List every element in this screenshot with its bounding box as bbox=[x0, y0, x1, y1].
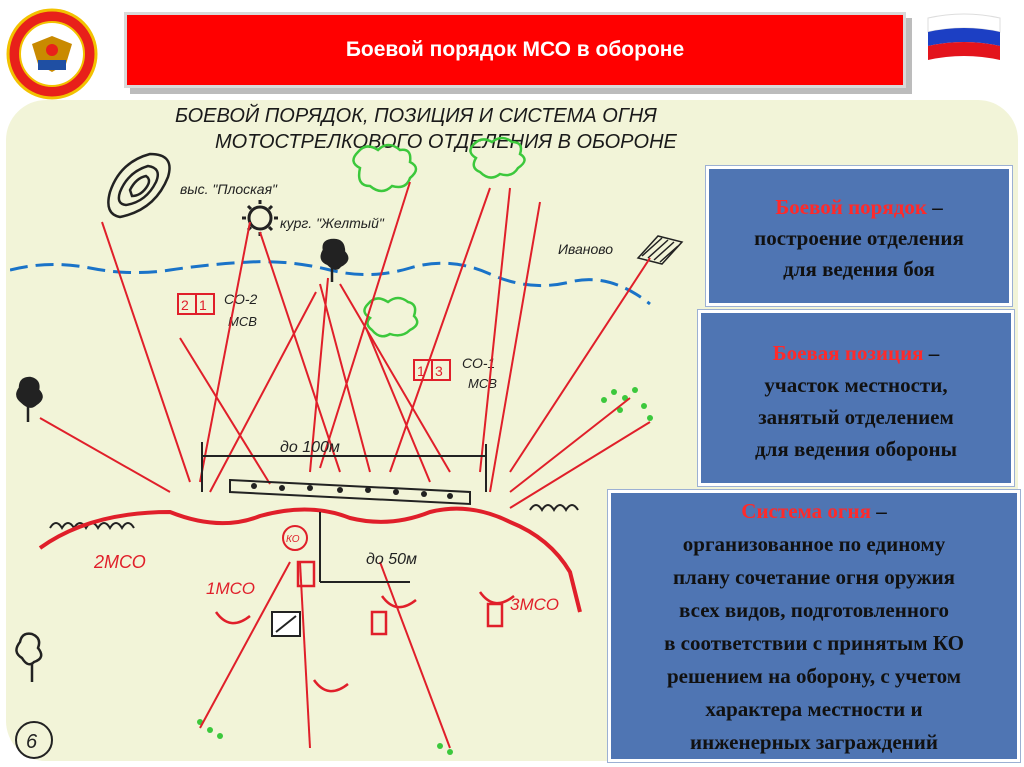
defense-scheme: БОЕВОЙ ПОРЯДОК, ПОЗИЦИЯ И СИСТЕМА ОГНЯ М… bbox=[10, 104, 684, 759]
ko-marker bbox=[282, 525, 308, 551]
command-post-flag bbox=[275, 615, 297, 633]
definition-fire-system: Система огня – организованное по единому… bbox=[608, 490, 1020, 762]
fire-system-line-4: в соответствии с принятым КО bbox=[664, 631, 964, 655]
russian-flag-icon bbox=[927, 13, 1001, 60]
kurgan-label: кург. "Желтый" bbox=[280, 215, 385, 231]
co2-label: СО-2 bbox=[224, 291, 258, 307]
fire-system-line-6: характера местности и bbox=[705, 697, 923, 721]
fire-system-line-7: инженерных заграждений bbox=[690, 730, 938, 754]
distance-100-marker bbox=[201, 442, 487, 492]
page-title: Боевой порядок МСО в обороне bbox=[345, 38, 685, 61]
distance-50-label: до 50м bbox=[366, 551, 417, 568]
label-2mso: 2МСО bbox=[93, 552, 146, 572]
shrub-dots bbox=[197, 387, 653, 755]
title-bar: Боевой порядок МСО в обороне bbox=[124, 12, 906, 88]
height-contour-icon bbox=[107, 152, 171, 219]
scheme-heading-line1: БОЕВОЙ ПОРЯДОК, ПОЗИЦИЯ И СИСТЕМА ОГНЯ bbox=[175, 104, 657, 127]
label-1mso: 1МСО bbox=[206, 579, 255, 598]
battle-order-line-1: построение отделения bbox=[754, 226, 964, 250]
squad-2-tag bbox=[177, 293, 215, 315]
front-line bbox=[38, 506, 582, 613]
fighting-positions bbox=[214, 560, 515, 693]
page-number: 6 bbox=[26, 731, 38, 753]
label-3mso: 3МСО bbox=[510, 595, 559, 614]
battle-position-line-3: для ведения обороны bbox=[754, 437, 958, 461]
co1-label: СО-1 bbox=[462, 355, 495, 371]
co1-num-b: 3 bbox=[435, 363, 443, 379]
river-line bbox=[10, 260, 651, 306]
definition-battle-order: Боевой порядок – построение отделения дл… bbox=[706, 166, 1012, 306]
fire-system-line-2: плану сочетание огня оружия bbox=[672, 565, 956, 589]
term-battle-order: Боевой порядок bbox=[775, 195, 927, 219]
fire-lines bbox=[39, 181, 651, 749]
term-battle-position: Боевая позиция bbox=[772, 341, 924, 365]
tree-icon bbox=[15, 238, 349, 682]
term-fire-system: Система огня bbox=[741, 499, 871, 523]
squad-1-tag bbox=[413, 359, 451, 381]
fire-system-line-1: организованное по единому bbox=[682, 532, 946, 556]
distance-100-label: до 100м bbox=[280, 439, 340, 456]
ko-label: КО bbox=[286, 534, 300, 545]
co1-num-a: 1 bbox=[417, 363, 425, 379]
co1-sub: МСВ bbox=[468, 376, 497, 391]
co2-num-a: 2 bbox=[181, 297, 189, 313]
co2-sub: МСВ bbox=[228, 314, 257, 329]
village-label: Иваново bbox=[558, 241, 613, 257]
co2-num-b: 1 bbox=[199, 297, 207, 313]
village-icon bbox=[636, 235, 684, 265]
scheme-heading-line2: МОТОСТРЕЛКОВОГО ОТДЕЛЕНИЯ В ОБОРОНЕ bbox=[215, 131, 678, 153]
fire-system-line-3: всех видов, подготовленного bbox=[679, 598, 949, 622]
battle-position-line-2: занятый отделением bbox=[758, 405, 954, 429]
definition-battle-position: Боевая позиция – участок местности, заня… bbox=[698, 310, 1014, 486]
battle-order-line-2: для ведения боя bbox=[783, 257, 935, 281]
battle-position-line-1: участок местности, bbox=[764, 373, 948, 397]
fire-system-line-5: решением на оборону, с учетом bbox=[666, 664, 962, 688]
trench-icon bbox=[229, 478, 471, 506]
page-number-circle bbox=[15, 721, 53, 759]
academy-emblem-icon bbox=[6, 8, 98, 100]
height-label: выс. "Плоская" bbox=[180, 181, 278, 197]
bush-icon bbox=[352, 136, 526, 338]
distance-50-marker bbox=[319, 512, 410, 583]
